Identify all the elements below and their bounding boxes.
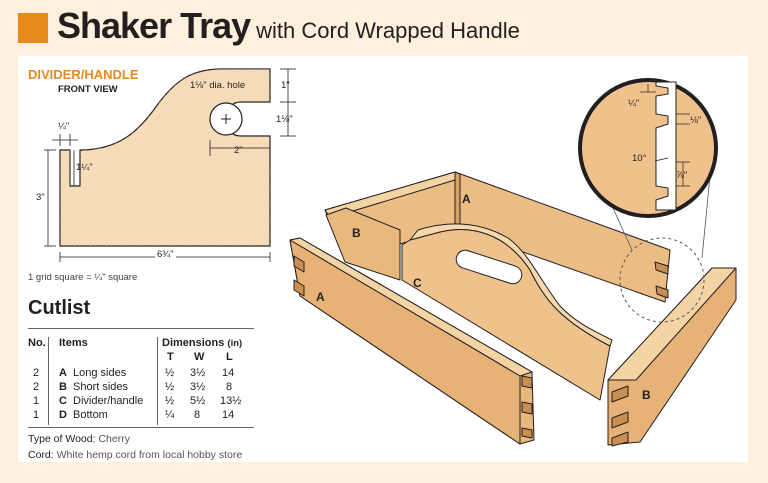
row-no: 1 xyxy=(33,409,40,421)
col-w: W xyxy=(194,351,205,363)
cutlist-divider-2 xyxy=(157,337,158,425)
dim-notch: 1¼" xyxy=(76,162,93,173)
label-part-b-left: B xyxy=(352,226,361,240)
cutlist-panel xyxy=(18,291,262,462)
label-part-b-right: B xyxy=(642,388,651,402)
label-part-c: C xyxy=(413,276,422,290)
row-w: 3½ xyxy=(190,381,206,393)
row-letter: C xyxy=(59,395,67,407)
footer-wood: Type of Wood: Cherry xyxy=(28,433,130,445)
wood-label: Type of Wood: xyxy=(28,433,96,445)
cord-value: White hemp cord from local hobby store xyxy=(56,449,243,461)
cutlist-divider-1 xyxy=(48,337,49,425)
row-letter: A xyxy=(59,367,67,379)
dim-right-mid: 1⅛" xyxy=(276,114,293,125)
row-t: ½ xyxy=(165,367,175,379)
label-part-a-back: A xyxy=(462,192,471,206)
cutlist-top-rule xyxy=(28,328,254,329)
row-letter: B xyxy=(59,381,67,393)
wood-value: Cherry xyxy=(98,433,130,445)
row-l: 8 xyxy=(226,381,233,393)
cutlist-bottom-rule xyxy=(28,427,254,428)
row-no: 2 xyxy=(33,367,40,379)
label-part-a-front: A xyxy=(316,290,325,304)
col-items: Items xyxy=(59,337,88,349)
row-no: 1 xyxy=(33,395,40,407)
title-main: Shaker Tray xyxy=(57,5,251,46)
grid-note: 1 grid square = ¼" square xyxy=(28,272,138,283)
detail-dim-1: ¼" xyxy=(628,98,640,109)
cord-label: Cord: xyxy=(28,449,54,461)
detail-angle: 10° xyxy=(632,153,647,164)
title-subtitle: with Cord Wrapped Handle xyxy=(256,18,520,43)
row-t: ½ xyxy=(165,381,175,393)
cutlist-title: Cutlist xyxy=(28,297,91,319)
row-l: 14 xyxy=(222,409,235,421)
divider-subtitle: FRONT VIEW xyxy=(58,84,118,95)
row-w: 5½ xyxy=(190,395,206,407)
col-t: T xyxy=(167,351,174,363)
divider-title: DIVIDER/HANDLE xyxy=(28,67,139,82)
row-w: 8 xyxy=(194,409,201,421)
row-l: 13½ xyxy=(220,395,242,407)
row-name: Short sides xyxy=(73,381,129,393)
row-name: Long sides xyxy=(73,367,127,379)
row-letter: D xyxy=(59,409,67,421)
row-l: 14 xyxy=(222,367,235,379)
detail-circle xyxy=(578,78,718,218)
row-name: Divider/handle xyxy=(73,395,144,407)
detail-dim-3: ⅞" xyxy=(676,170,688,181)
col-dims: Dimensions (in) xyxy=(162,337,242,349)
row-no: 2 xyxy=(33,381,40,393)
detail-dim-2: ⅛" xyxy=(690,115,702,126)
dim-width: 6¾" xyxy=(155,249,176,260)
dim-height: 3" xyxy=(36,192,45,203)
col-dims-label: Dimensions xyxy=(162,337,225,349)
dim-top-right: 1" xyxy=(281,80,290,91)
dim-left-small: ¼" xyxy=(58,121,70,132)
left-short-side xyxy=(325,207,401,281)
col-dims-unit: (in) xyxy=(227,338,243,349)
row-w: 3½ xyxy=(190,367,206,379)
col-no: No. xyxy=(28,337,46,349)
footer-cord: Cord: White hemp cord from local hobby s… xyxy=(28,449,242,461)
row-t: ¼ xyxy=(165,409,175,421)
row-t: ½ xyxy=(165,395,175,407)
col-l: L xyxy=(226,351,233,363)
dim-hole-offset: 2" xyxy=(234,145,243,156)
row-name: Bottom xyxy=(73,409,108,421)
header-accent-square xyxy=(18,13,48,43)
dim-hole: 1⅛" dia. hole xyxy=(190,80,246,91)
